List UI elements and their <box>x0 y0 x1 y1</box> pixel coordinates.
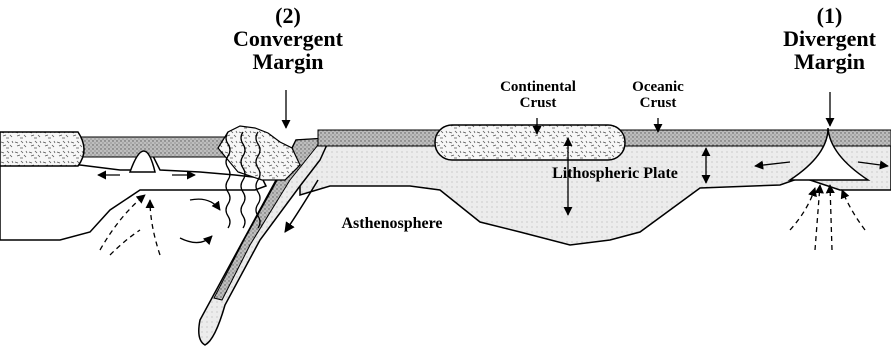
convergent-line2: Margin <box>218 50 358 73</box>
divergent-line1: Divergent <box>768 27 891 50</box>
asthenosphere-label: Asthenosphere <box>322 216 462 233</box>
divergent-number: (1) <box>768 4 891 27</box>
convergent-margin-label: (2) Convergent Margin <box>218 4 358 73</box>
continental-crust-line1: Continental <box>478 80 598 96</box>
convection-arrows-left <box>98 175 220 255</box>
lithospheric-plate-label: Lithospheric Plate <box>530 166 700 183</box>
continental-crust-block <box>435 125 625 160</box>
convergent-line1: Convergent <box>218 27 358 50</box>
convergent-number: (2) <box>218 4 358 27</box>
continental-crust-line2: Crust <box>478 96 598 112</box>
oceanic-crust-line1: Oceanic <box>612 80 704 96</box>
left-continental-crust <box>0 132 84 166</box>
oceanic-crust-label: Oceanic Crust <box>612 80 704 112</box>
divergent-margin-label: (1) Divergent Margin <box>768 4 891 73</box>
continental-crust-label: Continental Crust <box>478 80 598 112</box>
oceanic-crust-line2: Crust <box>612 96 704 112</box>
divergent-line2: Margin <box>768 50 891 73</box>
